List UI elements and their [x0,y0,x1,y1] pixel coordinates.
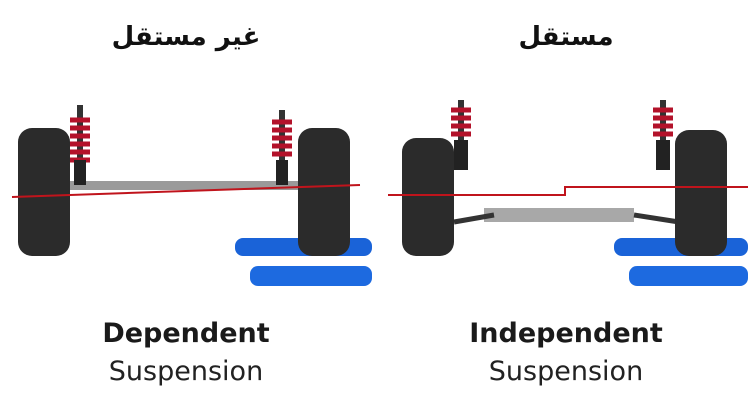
title-independent: Independent [469,318,663,349]
blue-pad-bottom [629,266,748,286]
left-shock-absorber [70,105,90,185]
right-shock-absorber [272,110,292,185]
subtitle-dependent: Suspension [108,356,264,387]
dependent-suspension-panel: غير مستقل Dependent Suspension [0,0,372,411]
subframe [484,208,634,222]
right-wheel [298,128,350,256]
title-dependent: Dependent [102,318,270,349]
control-arms [453,212,680,225]
dependent-suspension-illustration [11,105,372,286]
left-wheel [402,138,454,256]
subtitle-independent: Suspension [488,356,644,387]
right-strut [653,100,673,170]
right-wheel [675,130,727,256]
arabic-title-independent: مستقل [518,22,614,52]
blue-pad-bottom [250,266,372,286]
reference-line [388,186,748,196]
left-strut [451,100,471,170]
reference-line [11,184,361,198]
solid-axle [60,181,310,190]
independent-suspension-illustration [388,100,748,286]
left-wheel [18,128,70,256]
arabic-title-dependent: غير مستقل [111,22,261,52]
independent-suspension-panel: مستقل Independent Suspension [384,0,748,411]
